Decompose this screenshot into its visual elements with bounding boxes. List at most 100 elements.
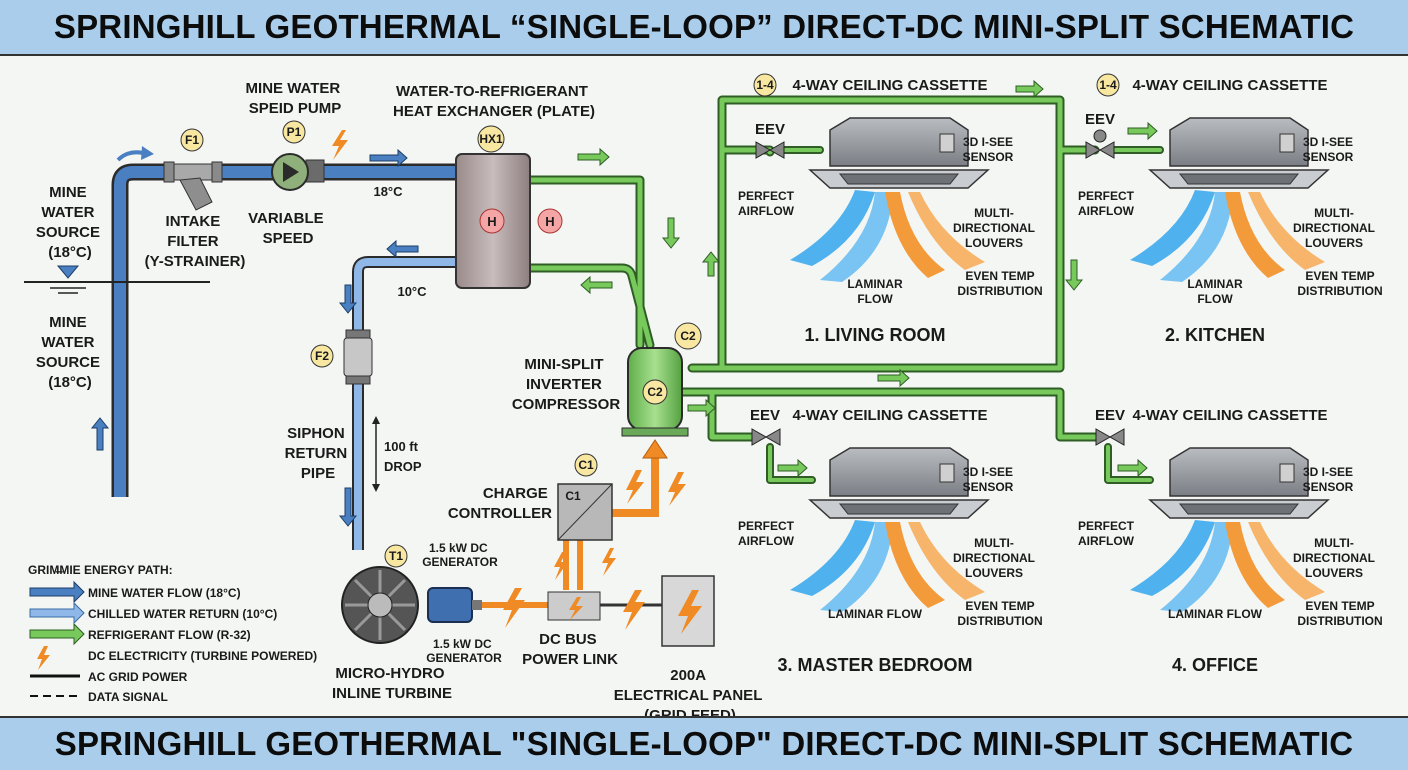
- water-source: MINE WATER SOURCE (18°C) MINE WATER SOUR…: [24, 184, 210, 391]
- cool-airflow: [1160, 522, 1233, 612]
- zone-tag: 1-4: [1096, 73, 1120, 97]
- heat-exchanger: WATER-TO-REFRIGERANT HEAT EXCHANGER (PLA…: [393, 83, 595, 289]
- drop-indicator: [372, 416, 380, 492]
- filter2-tag: F2: [315, 349, 329, 363]
- eev-valve: EEV: [755, 121, 785, 159]
- legend-title: GRIM̶MIE ENERGY PATH:: [28, 563, 173, 577]
- sensor-icon: [1279, 133, 1295, 153]
- cassette-body: [1169, 447, 1309, 497]
- header-title: SPRINGHILL GEOTHERMAL “SINGLE-LOOP” DIRE…: [0, 0, 1408, 56]
- flow-arrows: [90, 79, 1158, 527]
- warm-airflow: [908, 522, 985, 600]
- room-label: 3. MASTER BEDROOM: [777, 655, 972, 675]
- svg-text:MINE WATER FLOW (18°C): MINE WATER FLOW (18°C): [88, 586, 241, 600]
- turbine-label: MICRO-HYDRO INLINE TURBINE: [332, 665, 452, 702]
- return-filter: F2: [310, 329, 373, 385]
- panel-label: 200A ELECTRICAL PANEL (GRID FEED): [614, 667, 767, 716]
- generator-top-label: 1.5 kW DC GENERATOR: [422, 541, 498, 569]
- hx-h-mark: H: [487, 214, 496, 229]
- svg-text:REFRIGERANT FLOW (R-32): REFRIGERANT FLOW (R-32): [88, 628, 251, 642]
- room-label: 4. OFFICE: [1172, 655, 1258, 675]
- svg-text:DATA SIGNAL: DATA SIGNAL: [88, 690, 168, 704]
- compressor-tag: C2: [680, 329, 696, 343]
- svg-text:DC ELECTRICITY (TURBINE POWERE: DC ELECTRICITY (TURBINE POWERED): [88, 649, 317, 663]
- hx-tag: HX1: [479, 132, 503, 146]
- controller-label: CHARGE CONTROLLER: [448, 485, 552, 522]
- warm-airflow: [908, 192, 985, 270]
- cassette-title: 4-WAY CEILING CASSETTE: [1132, 407, 1327, 424]
- source-label-lower: MINE WATER SOURCE (18°C): [36, 314, 104, 391]
- dc-bolt-icon: [602, 548, 616, 576]
- laminar-label: LAMINAR FLOW: [1168, 607, 1263, 621]
- cassette-body: [829, 447, 969, 497]
- legend-item-data-signal: DATA SIGNAL: [30, 690, 168, 704]
- cool-airflow: [790, 190, 875, 266]
- cassette-title: 4-WAY CEILING CASSETTE: [1132, 77, 1327, 94]
- cool-airflow: [1130, 520, 1215, 596]
- dc-bolt-icon: [554, 552, 568, 580]
- warm-airflow: [1225, 192, 1285, 278]
- svg-text:AC GRID POWER: AC GRID POWER: [88, 670, 188, 684]
- return-temp: 10°C: [397, 284, 427, 299]
- eev-valve: EEV: [1085, 111, 1115, 159]
- legend-item-mine-water: MINE WATER FLOW (18°C): [29, 580, 241, 604]
- pump-label: VARIABLE SPEED: [248, 210, 328, 247]
- mine-water-pump: MINE WATER SPEID PUMP P1 VARIABLE SPEED: [246, 80, 348, 247]
- dc-bolt-icon: [626, 470, 644, 504]
- svg-text:EEV: EEV: [750, 407, 780, 424]
- svg-text:CHILLED WATER RETURN (10°C): CHILLED WATER RETURN (10°C): [88, 607, 277, 621]
- eev-valve: EEV: [750, 407, 781, 446]
- charge-controller: C1 C1 CHARGE CONTROLLER: [448, 453, 613, 541]
- legend-item-refrigerant: REFRIGERANT FLOW (R-32): [29, 622, 251, 646]
- cool-airflow: [790, 520, 875, 596]
- filter1-label: INTAKE FILTER (Y-STRAINER): [145, 213, 246, 270]
- pump-tag: P1: [287, 125, 302, 139]
- water-level-icon: [56, 265, 80, 279]
- room-label: 1. LIVING ROOM: [804, 325, 945, 345]
- laminar-label: LAMINAR FLOW: [828, 607, 923, 621]
- legend-item-ac-grid: AC GRID POWER: [30, 670, 188, 684]
- cassette-grille: [838, 173, 960, 185]
- mine-water-pipe: [111, 163, 463, 497]
- sensor-icon: [1279, 463, 1295, 483]
- hx-h-mark-2: H: [545, 214, 554, 229]
- generator-bottom-label: 1.5 kW DC GENERATOR: [426, 637, 502, 665]
- dcbus-label: DC BUS POWER LINK: [522, 631, 618, 668]
- sensor-icon: [939, 133, 955, 153]
- turbine-tag: T1: [389, 549, 403, 563]
- inverter-compressor: C2 C2 MINI-SPLIT INVERTER COMPRESSOR: [512, 322, 702, 437]
- warm-airflow: [885, 192, 945, 278]
- room-label: 2. KITCHEN: [1165, 325, 1265, 345]
- warm-airflow: [1248, 522, 1325, 600]
- svg-text:EEV: EEV: [755, 121, 785, 138]
- svg-text:C2: C2: [647, 385, 663, 399]
- dc-bolt-icon: [503, 588, 525, 628]
- svg-text:1-4: 1-4: [1099, 78, 1117, 92]
- cool-airflow: [1130, 190, 1215, 266]
- filter1-tag: F1: [185, 133, 199, 147]
- supply-temp: 18°C: [373, 184, 403, 199]
- cool-airflow: [820, 522, 893, 612]
- cassette-title: 4-WAY CEILING CASSETTE: [792, 77, 987, 94]
- micro-hydro-turbine: T1 1.5 kW DC GENERATOR 1.5 kW DC GENERAT…: [332, 541, 502, 702]
- svg-text:1-4: 1-4: [756, 78, 774, 92]
- eev-valve: EEV: [1095, 407, 1125, 446]
- source-label-upper: MINE WATER SOURCE (18°C): [36, 184, 104, 261]
- cassette-title: 4-WAY CEILING CASSETTE: [792, 407, 987, 424]
- controller-tag: C1: [578, 458, 594, 472]
- pump-icon: [283, 162, 299, 182]
